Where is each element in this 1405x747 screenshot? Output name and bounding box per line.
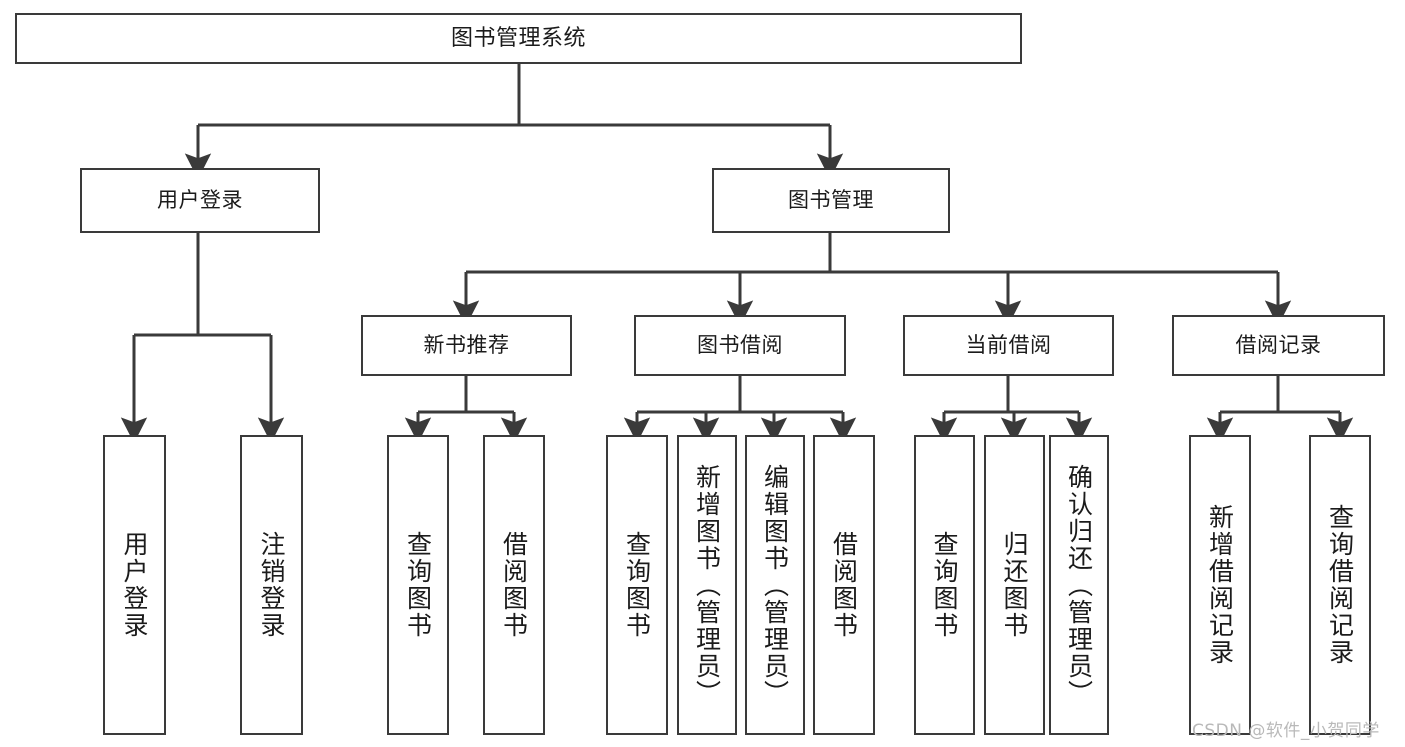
node-leaf-user-login[interactable]: 用户登录 (103, 435, 166, 735)
node-leaf-add-record[interactable]: 新增借阅记录 (1189, 435, 1251, 735)
node-leaf-user-login-label: 用户登录 (120, 531, 149, 639)
node-leaf-borrow-book-1[interactable]: 借阅图书 (483, 435, 545, 735)
node-book-borrow[interactable]: 图书借阅 (634, 315, 846, 376)
node-leaf-query-record-label: 查询借阅记录 (1325, 504, 1355, 666)
node-book-manage[interactable]: 图书管理 (712, 168, 950, 233)
node-new-book-recommendation-label: 新书推荐 (423, 333, 510, 358)
node-leaf-confirm-return[interactable]: 确认归还（管理员） (1049, 435, 1109, 735)
node-current-borrow[interactable]: 当前借阅 (903, 315, 1114, 376)
node-book-manage-label: 图书管理 (788, 188, 874, 213)
node-leaf-logout-label: 注销登录 (257, 531, 286, 639)
node-book-borrow-label: 图书借阅 (697, 333, 783, 358)
node-leaf-add-book[interactable]: 新增图书（管理员） (677, 435, 737, 735)
node-current-borrow-label: 当前借阅 (965, 333, 1052, 358)
node-leaf-borrow-book-1-label: 借阅图书 (499, 531, 529, 639)
node-leaf-query-record[interactable]: 查询借阅记录 (1309, 435, 1371, 735)
node-leaf-edit-book[interactable]: 编辑图书（管理员） (745, 435, 805, 735)
node-leaf-query-book-1-label: 查询图书 (403, 531, 433, 639)
node-leaf-query-book-3-label: 查询图书 (930, 531, 959, 639)
node-leaf-query-book-3[interactable]: 查询图书 (914, 435, 975, 735)
csdn-watermark: CSDN @软件_小贺同学 (1192, 721, 1380, 741)
node-user-login-label: 用户登录 (157, 188, 243, 213)
node-user-login[interactable]: 用户登录 (80, 168, 320, 233)
node-root[interactable]: 图书管理系统 (15, 13, 1022, 64)
node-leaf-query-book-1[interactable]: 查询图书 (387, 435, 449, 735)
node-leaf-return-book[interactable]: 归还图书 (984, 435, 1045, 735)
node-leaf-return-book-label: 归还图书 (1000, 531, 1029, 639)
node-leaf-add-record-label: 新增借阅记录 (1205, 504, 1235, 666)
node-leaf-borrow-book-2[interactable]: 借阅图书 (813, 435, 875, 735)
node-leaf-logout[interactable]: 注销登录 (240, 435, 303, 735)
node-leaf-query-book-2-label: 查询图书 (622, 531, 652, 639)
node-leaf-query-book-2[interactable]: 查询图书 (606, 435, 668, 735)
node-borrow-record-label: 借阅记录 (1235, 333, 1322, 358)
node-root-label: 图书管理系统 (450, 25, 586, 51)
node-leaf-edit-book-label: 编辑图书（管理员） (760, 463, 790, 707)
node-leaf-add-book-label: 新增图书（管理员） (692, 463, 722, 707)
node-leaf-confirm-return-label: 确认归还（管理员） (1064, 463, 1094, 707)
node-borrow-record[interactable]: 借阅记录 (1172, 315, 1385, 376)
node-new-book-recommendation[interactable]: 新书推荐 (361, 315, 572, 376)
node-leaf-borrow-book-2-label: 借阅图书 (829, 531, 859, 639)
